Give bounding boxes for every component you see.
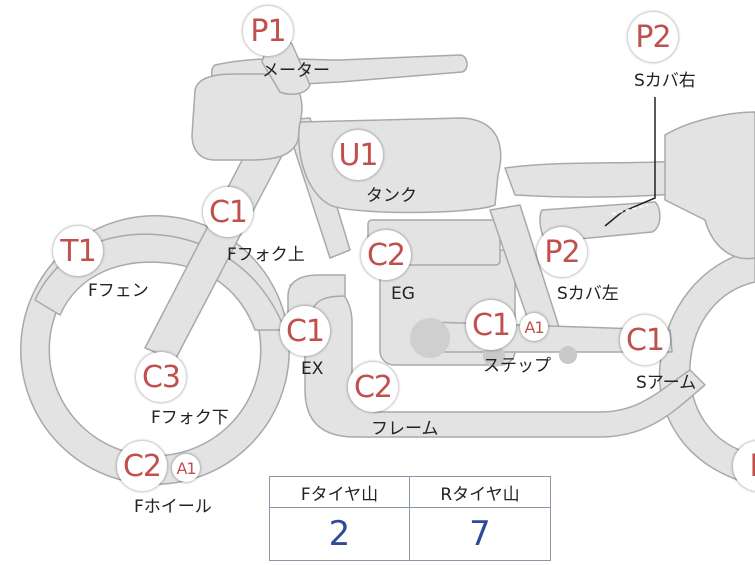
label-meter: メーター bbox=[262, 61, 330, 81]
badge-c1-ex: C1 bbox=[280, 306, 330, 356]
label-tank: タンク bbox=[366, 186, 417, 206]
rear-tire-value: 7 bbox=[469, 514, 491, 554]
label-step: ステップ bbox=[483, 356, 551, 376]
front-tire-header: Fタイヤ山 bbox=[270, 477, 410, 508]
label-s-arm: Sアーム bbox=[636, 373, 697, 393]
step-peg bbox=[483, 345, 505, 367]
badge-c1-arm: C1 bbox=[620, 315, 670, 365]
badge-c1-fork-upper: C1 bbox=[203, 187, 253, 237]
label-f-fork-upper: Fフォク上 bbox=[227, 245, 305, 265]
label-f-fender: Fフェン bbox=[88, 281, 149, 301]
leader-line bbox=[604, 97, 656, 227]
rear-tire-header: Rタイヤ山 bbox=[410, 477, 550, 508]
label-ex: EX bbox=[301, 359, 324, 379]
label-f-wheel: Fホイール bbox=[134, 497, 212, 517]
tire-tread-table: Fタイヤ山 Rタイヤ山 2 7 bbox=[269, 476, 551, 561]
badge-p-partial: P bbox=[733, 441, 755, 491]
badge-c1-step: C1 bbox=[466, 300, 516, 350]
rear-body bbox=[664, 111, 755, 260]
label-f-fork-lower: Fフォク下 bbox=[151, 408, 229, 428]
badge-p2-left: P2 bbox=[537, 227, 587, 277]
label-frame: フレーム bbox=[371, 419, 439, 439]
badge-p2-top: P2 bbox=[628, 12, 678, 62]
label-eg: EG bbox=[391, 284, 415, 304]
badge-c2-frame: C2 bbox=[348, 362, 398, 412]
badge-u1: U1 bbox=[333, 130, 383, 180]
label-s-cover-left: Sカバ左 bbox=[557, 284, 619, 304]
badge-p1: P1 bbox=[243, 6, 293, 56]
front-tire-value: 2 bbox=[270, 508, 410, 560]
badge-c2-wheel: C2 bbox=[117, 441, 167, 491]
badge-t1: T1 bbox=[53, 226, 103, 276]
label-s-cover-right: Sカバ右 bbox=[634, 71, 696, 91]
badge-c2-eg: C2 bbox=[361, 230, 411, 280]
badge-a1-wheel: A1 bbox=[172, 454, 200, 482]
crank-cover bbox=[410, 318, 450, 358]
badge-c3: C3 bbox=[136, 352, 186, 402]
badge-a1-step: A1 bbox=[520, 313, 548, 341]
